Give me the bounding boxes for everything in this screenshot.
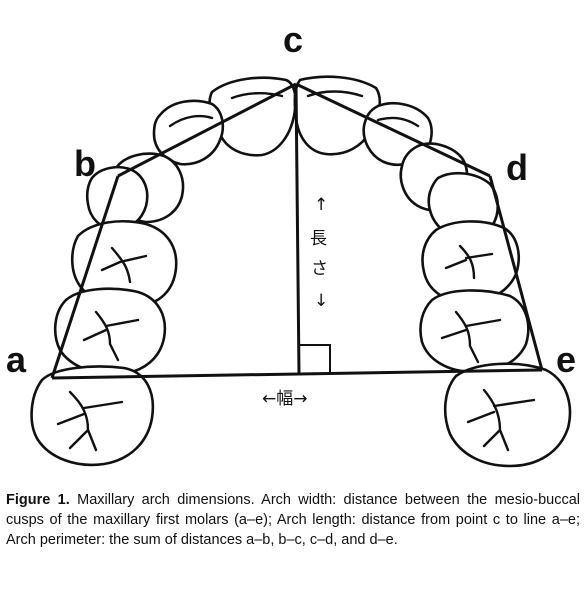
point-label-b: b (74, 143, 96, 184)
segment-a-b (50, 175, 120, 379)
arch-length-line-c (294, 83, 301, 375)
figure-number: Figure 1. (6, 492, 70, 508)
tooth-groove (100, 246, 148, 284)
tooth-first-molar-left (53, 287, 167, 376)
left-teeth (30, 76, 297, 467)
length-label-char-2: さ (311, 259, 328, 279)
length-up-arrow: ↑ (314, 195, 328, 215)
tooth-groove (168, 114, 214, 128)
tooth-second-molar-right (443, 362, 572, 468)
segment-d-e (488, 175, 544, 371)
tooth-groove (444, 244, 494, 280)
figure-caption: Figure 1. Maxillary arch dimensions. Arc… (6, 490, 580, 550)
point-label-d: d (506, 147, 528, 188)
right-teeth (293, 75, 572, 468)
tooth-first-molar-right (419, 289, 530, 374)
length-down-arrow: ↓ (314, 291, 328, 311)
segment-c-d (295, 82, 491, 178)
tooth-groove (306, 90, 364, 98)
tooth-groove (466, 388, 536, 452)
tooth-groove (56, 390, 124, 452)
tooth-second-molar-left (30, 365, 155, 467)
width-label: ←幅→ (262, 389, 308, 409)
segment-b-c (117, 82, 297, 178)
measurement-lines (50, 82, 544, 380)
arch-diagram: a b c d e ↑ 長 さ ↓ ←幅→ (6, 19, 576, 468)
tooth-groove (376, 116, 420, 128)
point-label-e: e (556, 339, 576, 380)
length-label-char-1: 長 (310, 229, 327, 249)
caption-text: Maxillary arch dimensions. Arch width: d… (6, 492, 580, 548)
tooth-groove (82, 310, 140, 362)
point-label-c: c (283, 19, 303, 60)
tooth-groove (440, 310, 502, 364)
point-label-a: a (6, 339, 27, 380)
tooth-groove (230, 92, 284, 100)
arch-width-line-a-e (51, 368, 543, 380)
right-angle-marker (299, 344, 331, 374)
